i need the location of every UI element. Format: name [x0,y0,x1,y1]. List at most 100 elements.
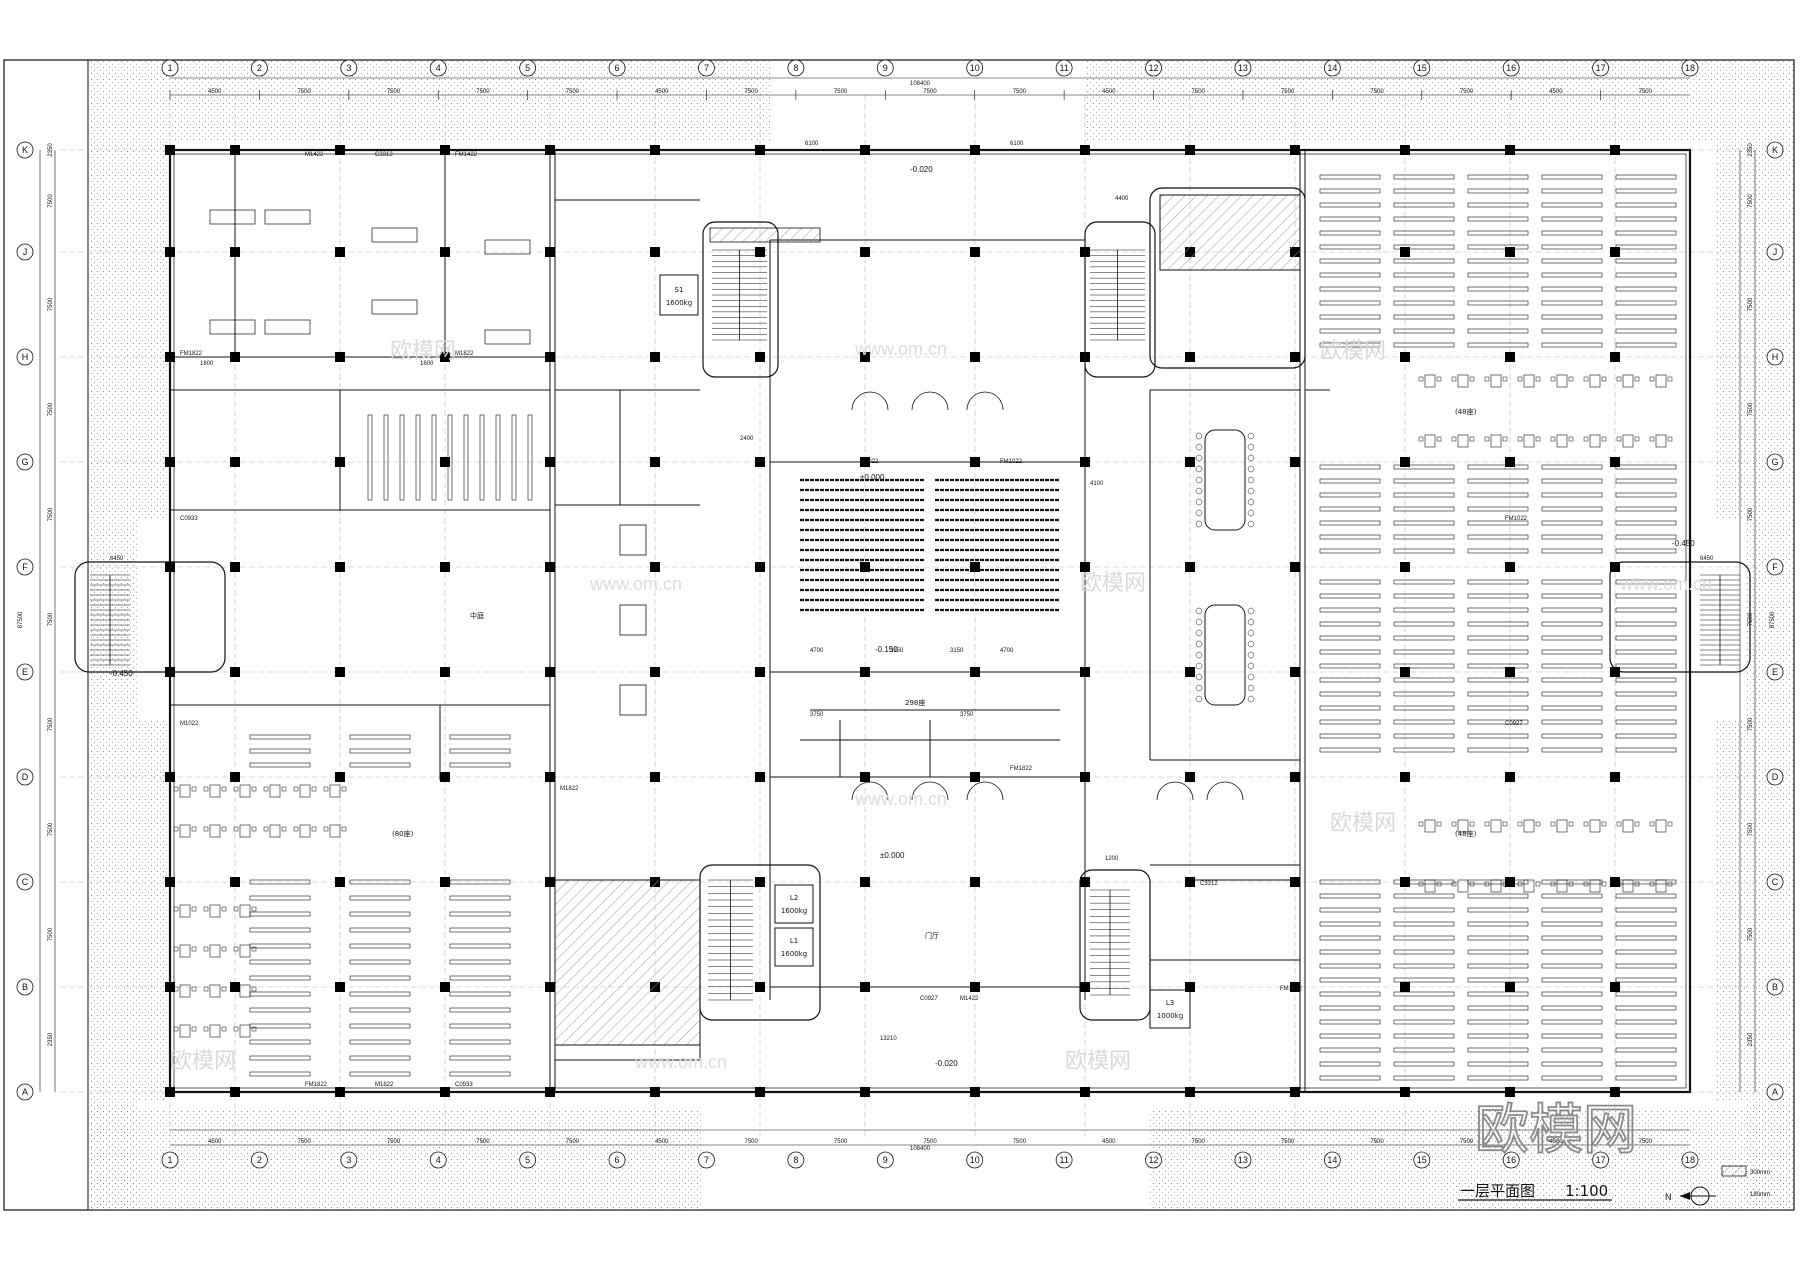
row-dimension: 7500 [1748,507,1754,521]
grid-bubble-col [608,1151,626,1169]
site-paving [88,60,1794,1210]
bay-dimension: 7500 [566,1139,580,1145]
study-table [1541,286,1603,292]
overall-dim-left: 87500 [18,611,24,628]
study-table [1541,635,1603,641]
structural-column [755,877,765,887]
structural-column [970,877,980,887]
watermark-faint-1: 欧模网 [390,339,456,364]
cafe-table [1523,879,1535,893]
grid-col-label: 5 [525,1155,530,1165]
chair [1247,498,1255,506]
structural-column [1400,562,1410,572]
structural-column [230,145,240,155]
grid-bubble-col [519,59,537,77]
curved-bench [1206,781,1244,801]
study-table [449,991,511,997]
structural-column [860,352,870,362]
chair [1195,520,1203,528]
structural-column [545,1087,555,1097]
cafe-table [179,984,191,998]
study-table [1615,977,1677,983]
bay-dimension: 7500 [1281,89,1295,95]
row-dimension: 7500 [48,194,54,208]
grid-row-label: H [1772,352,1779,362]
study-table [449,1055,511,1061]
desk [209,209,256,225]
chair [1195,443,1203,451]
elev-entry-west: -0.450 [110,669,133,678]
chair [1517,376,1523,382]
study-table [449,1039,511,1045]
study-table [1615,314,1677,320]
structural-column [650,562,660,572]
structural-column [1610,145,1620,155]
study-table [449,1023,511,1029]
study-table [1467,1005,1529,1011]
desk [371,299,418,315]
structural-column [755,562,765,572]
watermark-logo: 欧模网 [1475,1098,1637,1161]
interior-dimension: 6450 [110,556,124,562]
study-table [1541,300,1603,306]
interior-dimension: 3750 [960,712,974,718]
structural-column [230,247,240,257]
chair [1247,673,1255,681]
cafe-table [179,824,191,838]
grid-bubble-row [16,348,34,366]
elevator-s1-id: S1 [675,286,684,294]
watermark-url-5: www.om.cn [854,789,947,809]
row-dimension: 2350 [48,143,54,157]
chair [1451,436,1457,442]
walls [168,148,1692,1094]
cafe-table [1556,374,1568,388]
study-table [1319,1075,1381,1081]
entrance-porches [74,187,1751,1021]
study-table [349,1039,411,1045]
grid-col-label: 18 [1685,63,1695,73]
chair [203,826,209,832]
study-table [249,1071,311,1077]
chair [221,826,227,832]
structural-column [755,352,765,362]
cafe-table [329,824,341,838]
structural-column [1505,982,1515,992]
chair [1568,881,1574,887]
chair [1247,640,1255,648]
structural-column [545,352,555,362]
structural-column [545,772,555,782]
structural-column [1505,457,1515,467]
structural-column [650,772,660,782]
watermark-faint-2: 欧模网 [1080,571,1146,596]
row-dimension: 7500 [1748,822,1754,836]
cafe-table [1523,434,1535,448]
study-table [1467,747,1529,753]
grid-col-label: 3 [346,63,351,73]
structural-column [970,667,980,677]
door-tag: M1822 [560,786,579,792]
grid-col-label: 7 [704,63,709,73]
structural-column [1080,982,1090,992]
grid-bubble-col [1592,1151,1609,1169]
grid-col-label: 10 [970,63,980,73]
study-table [1393,607,1455,613]
grid-bubble-row [1766,978,1784,996]
study-table [1615,244,1677,250]
study-table [1615,548,1677,554]
structural-column [860,877,870,887]
chair [203,906,209,912]
book-shelf [383,414,389,501]
structural-column [755,667,765,677]
grid-bubble-col [340,59,358,77]
structural-column [755,247,765,257]
study-table [1615,464,1677,470]
grid-row-label: D [22,772,29,782]
study-table [1319,300,1381,306]
chair [1583,376,1589,382]
structural-column [335,877,345,887]
study-table [1319,230,1381,236]
bay-dimension: 7500 [1639,89,1653,95]
study-table [1393,244,1455,250]
chair [203,986,209,992]
chair [173,946,179,952]
